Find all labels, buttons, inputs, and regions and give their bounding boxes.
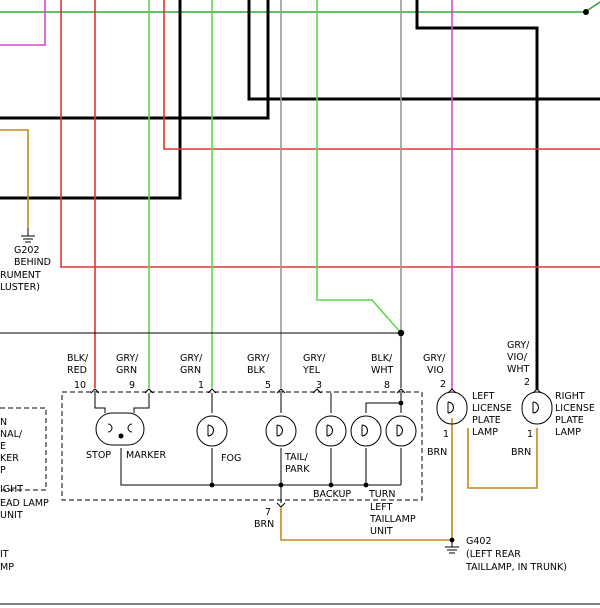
bulb-label-marker: MARKER [126,450,167,461]
partial-label-10: MP [0,562,14,573]
right-plate-name-4: LAMP [555,427,581,438]
bulb-label-fog: FOG [221,453,241,464]
bulb-tail-park-icon [265,415,297,447]
right-plate-bottom-color: BRN [511,447,531,458]
partial-label-4: KER [0,453,19,464]
left-plate-name-4: LAMP [472,427,498,438]
bulb-stop-marker-icon [95,412,145,446]
unit-label-3: UNIT [370,526,393,537]
partial-label-3: E [0,441,6,452]
partial-label-2: NAL/ [0,429,23,440]
taillamp-unit-box [61,391,423,501]
right-plate-lamp-icon [521,388,553,425]
partial-label-8: UNIT [0,510,23,521]
ground-pin-number: 7 [265,507,271,518]
wire-red-1 [60,0,600,268]
bulb-backup-icon [315,415,347,447]
left-plate-color-2: VIO [427,365,444,376]
ground-bus-dot-3 [328,482,334,488]
right-plate-color-1: GRY/ [507,340,530,351]
pin5-color-2: BLK [247,365,266,376]
left-plate-name-1: LEFT [472,391,495,402]
g202-desc-2: RUMENT [0,270,41,281]
partial-label-9: IT [0,549,9,560]
pin10-color-2: RED [67,365,87,376]
g202-desc-1: BEHIND [14,257,51,268]
unit-label-1: LEFT [370,502,393,513]
wire-brown-ground [280,507,452,541]
left-plate-name-2: LICENSE [472,403,512,414]
pin1-color-2: GRN [180,365,201,376]
bulb-label-turn: TURN [368,489,395,500]
wire-brown-g202 [0,129,29,228]
left-plate-pin-top: 2 [440,379,446,390]
pin5-color-1: GRY/ [247,353,270,364]
partial-label-7: EAD LAMP [0,498,49,509]
pin1-number: 1 [198,380,204,391]
pin3-color-1: GRY/ [303,353,326,364]
wire-black-2 [0,0,182,200]
left-plate-bottom-color: BRN [427,447,447,458]
pin5-number: 5 [265,380,271,391]
pin9-color-2: GRN [116,365,137,376]
right-plate-name-1: RIGHT [555,391,585,402]
bulb-fog-icon [196,415,228,447]
bulb-label-park: PARK [285,464,310,475]
wire-violet-upper-left [0,0,46,46]
wire-yel-3 [316,0,402,334]
left-plate-color-1: GRY/ [423,353,446,364]
right-plate-color-3: WHT [507,364,530,375]
wire-black-4 [415,0,539,390]
ground-pin-color: BRN [254,519,274,530]
right-plate-name-3: PLATE [555,415,584,426]
wire-brown-right-plate [467,428,538,489]
ground-symbol-g202 [21,228,35,243]
pin10-number: 10 [74,380,86,391]
bulb-turn-1-icon [350,415,382,447]
pin8-color-2: WHT [371,365,394,376]
g202-id: G202 [14,245,40,256]
right-plate-name-2: LICENSE [555,403,595,414]
ground-bus-dot-2 [278,482,284,488]
partial-label-1: N [0,417,7,428]
pin8-color-1: BLK/ [371,353,393,364]
left-plate-name-3: PLATE [472,415,501,426]
pin3-color-2: YEL [302,365,321,376]
junction-dot-g402 [449,537,455,543]
pin1-color-1: GRY/ [180,353,203,364]
ground-bus-dot-1 [209,482,215,488]
pin3-number: 3 [316,380,322,391]
taillamp-internal-wiring [94,393,402,503]
ground-bus-dot-4 [363,482,369,488]
wire-red-2 [163,0,600,150]
wire-black-1 [0,0,270,120]
g402-desc-2: TAILLAMP, IN TRUNK) [465,562,567,573]
wire-layer [0,0,600,390]
g402-id: G402 [466,536,492,547]
g402-desc-1: (LEFT REAR [466,549,521,560]
bulb-turn-2-icon [385,415,417,447]
pin9-color-1: GRY/ [116,353,139,364]
pin9-number: 9 [129,380,135,391]
bulb-label-stop: STOP [86,450,111,461]
connector-terminals [90,388,406,508]
pin8-number: 8 [384,380,390,391]
junction-dot-turn [398,400,404,406]
partial-label-5: P [0,465,6,476]
junction-dot-8 [397,329,405,337]
right-plate-color-2: VIO/ [507,352,528,363]
bulb-label-backup: BACKUP [313,489,351,500]
pin10-color-1: BLK/ [67,353,89,364]
left-plate-lamp-icon [436,388,468,425]
unit-label-2: TAILLAMP [369,514,416,525]
junction-dot-top-right [583,9,589,15]
left-plate-pin-bottom: 1 [443,429,449,440]
right-plate-pin-bottom: 1 [527,429,533,440]
right-plate-pin-top: 2 [524,377,530,388]
wire-black-3 [247,0,600,101]
g202-desc-3: LUSTER) [0,282,40,293]
bulb-label-tail: TAIL/ [284,452,309,463]
partial-label-6: IGHT [0,484,23,495]
